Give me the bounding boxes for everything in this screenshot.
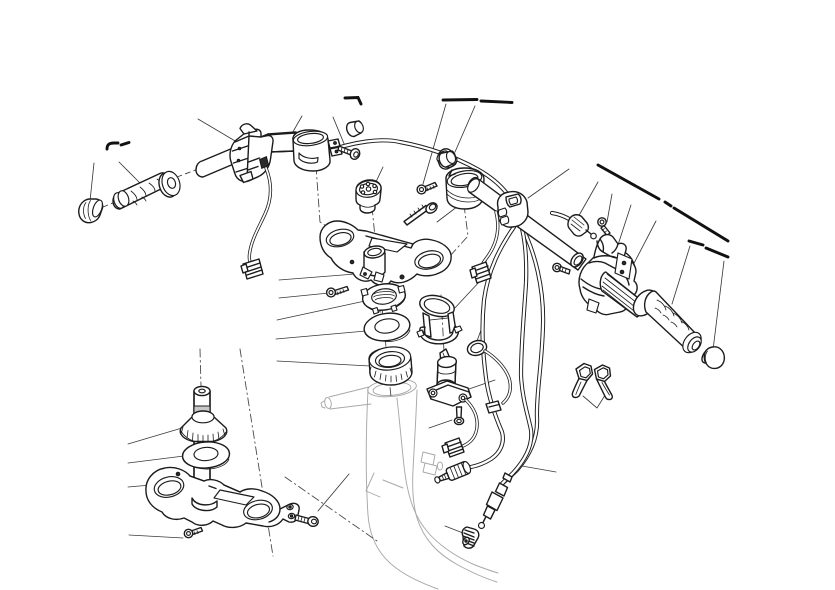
rubber-grommet-wire xyxy=(466,339,512,414)
bushing-cap xyxy=(438,150,457,168)
right-switch-assembly xyxy=(496,190,529,228)
steering-ring-nut xyxy=(360,283,407,315)
left-switch-wire xyxy=(240,166,273,280)
left-axis-dashes xyxy=(102,169,198,208)
lower-triple-clamp xyxy=(145,466,300,529)
steering-stem-nut xyxy=(355,179,382,214)
upper-clamp-long-bolt xyxy=(403,202,438,226)
ignition-bracket-bolt xyxy=(453,406,465,426)
ignition-wire xyxy=(441,398,479,458)
lower-pinch-bolt xyxy=(294,514,319,528)
left-switch-assembly xyxy=(229,123,274,184)
left-switch-connector xyxy=(240,258,264,280)
cable-adjuster-barrel xyxy=(434,460,472,484)
dust-seal-washer xyxy=(181,441,231,470)
cable-end-spring xyxy=(461,526,480,549)
grommet-connector xyxy=(485,400,502,414)
right-switch-wire xyxy=(469,210,500,284)
steering-head-bearing xyxy=(368,346,413,386)
right-grip xyxy=(643,290,702,354)
ignition-bracket xyxy=(426,380,472,407)
ignition-connector xyxy=(441,437,465,458)
lower-bearing xyxy=(179,410,228,444)
throttle-housing-screw-b xyxy=(552,262,571,275)
throttle-cable-adjuster xyxy=(549,210,597,240)
key-left xyxy=(571,362,594,399)
right-bar-end-weight xyxy=(701,346,726,370)
cable-end-ferrule xyxy=(477,472,513,530)
handlebar-clamp-ring xyxy=(292,129,343,172)
right-switch-connector xyxy=(469,261,492,284)
ignition-keys xyxy=(571,362,614,401)
left-bar-end-weight xyxy=(78,198,104,224)
key-right xyxy=(593,364,614,401)
throttle-cable-a xyxy=(468,224,517,470)
throttle-housing-screw-a xyxy=(597,217,611,237)
right-bar-end-tube xyxy=(570,252,584,268)
callout-marks xyxy=(105,96,730,259)
upper-triple-clamp xyxy=(319,220,452,287)
clutch-cable xyxy=(319,138,534,488)
lower-clamp-screw xyxy=(183,526,204,539)
ignition-mounting-collar xyxy=(416,294,463,345)
left-clamp-screw xyxy=(325,285,350,298)
left-grip-washer xyxy=(158,170,181,198)
upper-pinch-screw xyxy=(416,181,438,195)
steering-washer xyxy=(363,312,411,342)
clamp-screw xyxy=(337,145,361,160)
clamp-plug-cap xyxy=(345,120,364,138)
